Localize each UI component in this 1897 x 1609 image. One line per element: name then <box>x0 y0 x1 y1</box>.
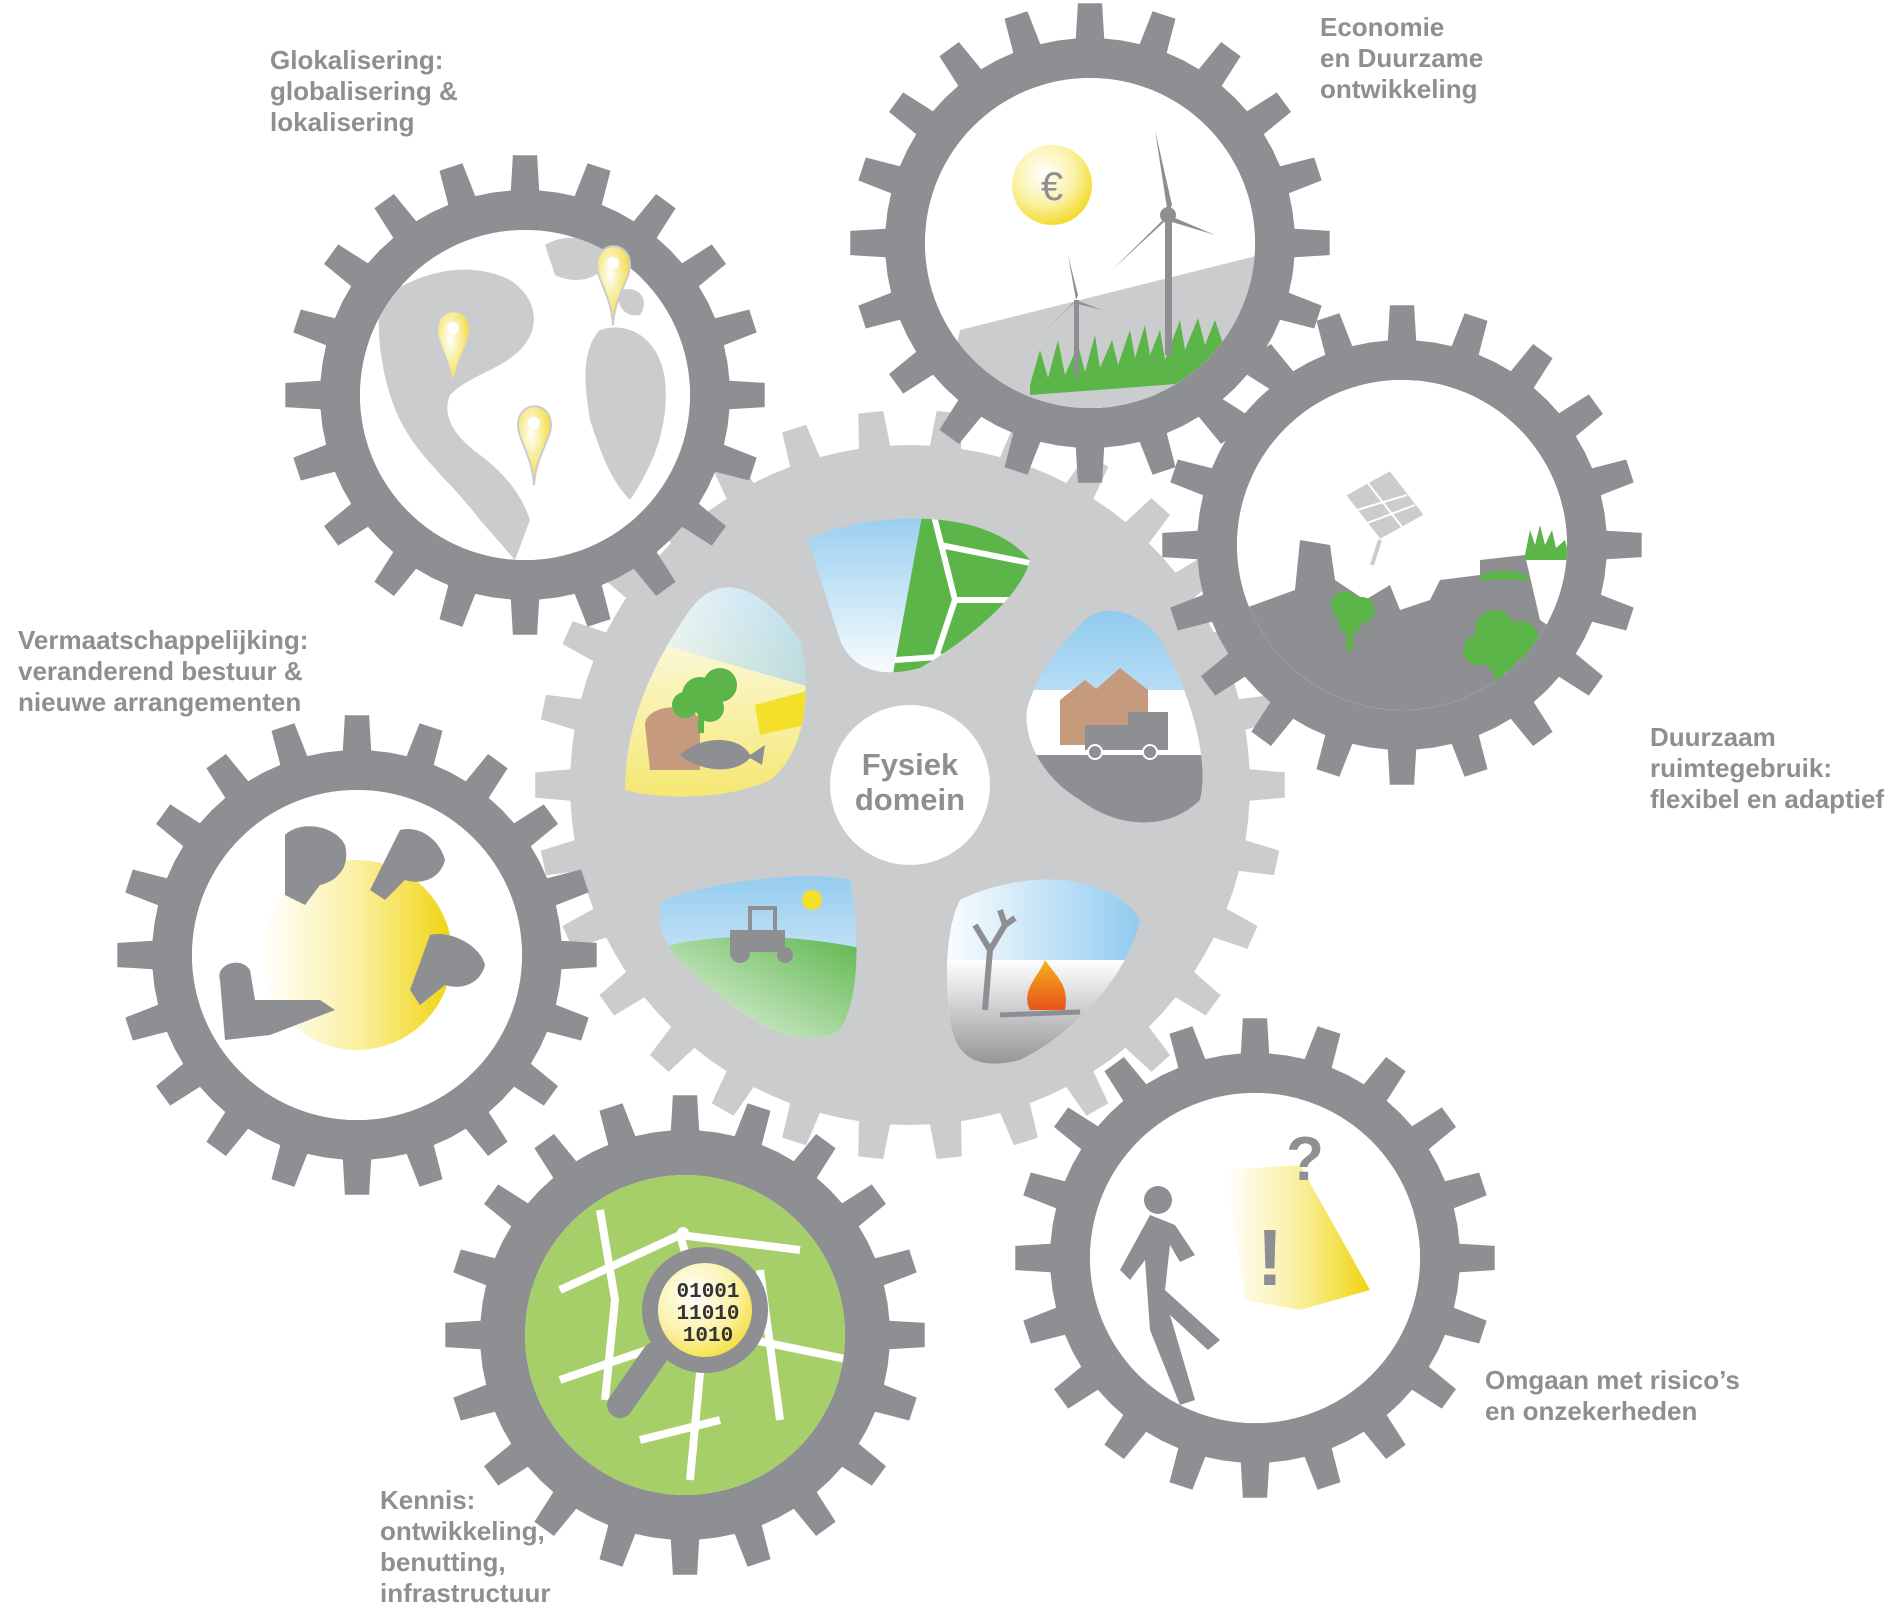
map-pin-icon <box>435 310 472 391</box>
label-risico: Omgaan met risico’s en onzekerheden <box>1485 1365 1740 1426</box>
gear-glokalisering-ring <box>285 155 765 635</box>
tree-icon <box>1331 591 1375 650</box>
gear-glokalisering <box>285 155 765 635</box>
map-pin-icon <box>516 405 553 486</box>
gear-kennis-ring <box>445 1095 925 1575</box>
city-green-solar-icon <box>1237 380 1567 710</box>
gear-ruimtegebruik <box>1162 305 1642 785</box>
magnifier-icon <box>607 1247 768 1418</box>
running-man-icon <box>1120 1186 1220 1405</box>
binary-line-2: 11010 <box>676 1303 739 1326</box>
label-vermaatschappelijking: Vermaatschappelijking: veranderend bestu… <box>18 625 309 717</box>
label-ruimtegebruik: Duurzaam ruimtegebruik: flexibel en adap… <box>1650 722 1885 814</box>
magnifier-binary-map-icon: 01001 11010 1010 <box>525 1175 845 1495</box>
people-around-circle-icon <box>192 790 522 1120</box>
gear-risico: ! ? <box>1015 1018 1495 1498</box>
warning-triangle-icon <box>1225 1165 1370 1310</box>
binary-line-1: 01001 <box>676 1281 739 1304</box>
gear-risico-ring <box>1015 1018 1495 1498</box>
solar-panel-icon <box>1343 468 1427 566</box>
gear-economie: € <box>850 3 1330 483</box>
globe-map-pins-icon <box>360 230 690 560</box>
gear-economie-ring <box>850 3 1330 483</box>
window-drought-fire <box>947 879 1140 1064</box>
binary-line-3: 1010 <box>683 1325 733 1348</box>
label-kennis: Kennis: ontwikkeling, benutting, infrast… <box>380 1485 551 1608</box>
label-economie: Economie en Duurzame ontwikkeling <box>1320 12 1484 104</box>
map-pin-icon <box>595 245 632 326</box>
center-label: Fysiek domein <box>854 747 966 817</box>
label-glokalisering: Glokalisering: globalisering & lokaliser… <box>270 45 458 137</box>
euro-symbol: € <box>1041 165 1063 209</box>
gear-ruimtegebruik-ring <box>1162 305 1642 785</box>
question-mark: ? <box>1286 1125 1324 1194</box>
wind-turbines-euro-icon: € <box>925 78 1255 408</box>
gear-vermaatschappelijking <box>117 715 597 1195</box>
gear-kennis: 01001 11010 1010 <box>445 1095 925 1575</box>
center-hub <box>830 705 990 865</box>
gear-vermaatschappelijking-ring <box>117 715 597 1195</box>
exclamation-mark: ! <box>1257 1213 1284 1302</box>
euro-coin-icon <box>1012 145 1092 225</box>
running-man-warning-icon: ! ? <box>1090 1093 1420 1423</box>
